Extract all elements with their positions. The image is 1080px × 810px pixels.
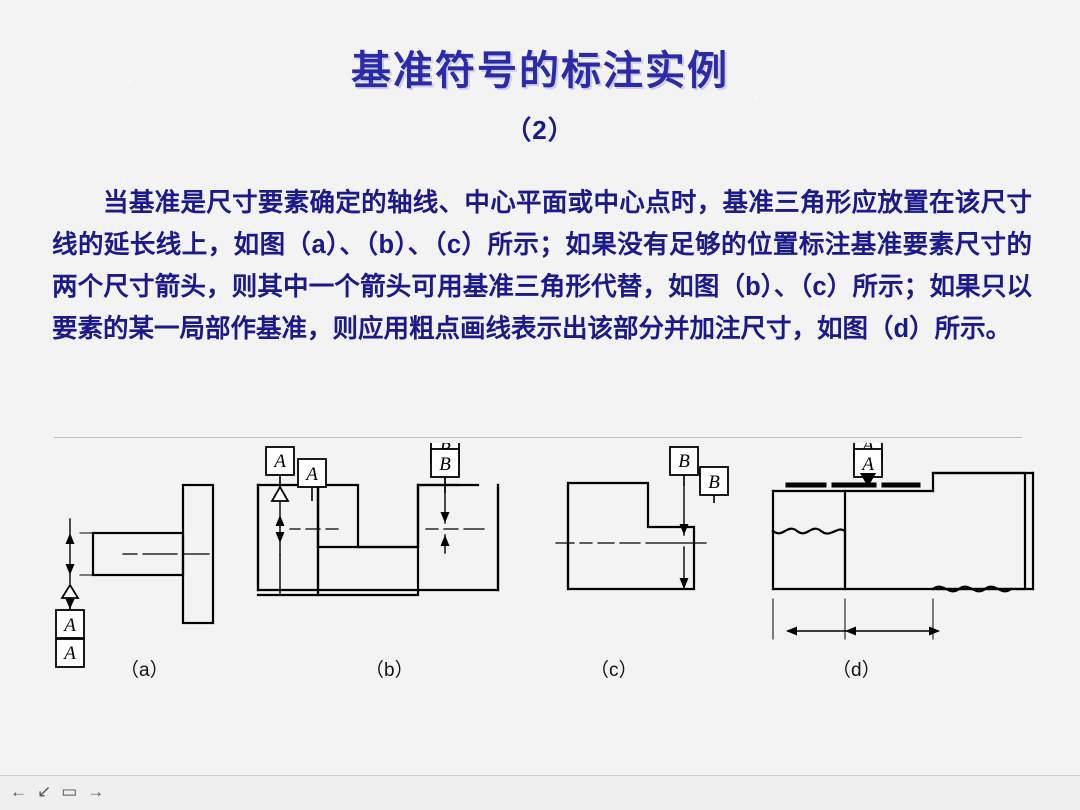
frame-letter-b-B: B <box>439 454 451 475</box>
datum-frame-a: A <box>55 585 85 639</box>
figure-b <box>256 472 500 597</box>
caption-a: （a） <box>120 660 169 681</box>
engineering-drawings: A A B B A <box>55 443 1035 668</box>
figure-area: A A B B A <box>28 443 1058 693</box>
caption-d: （d） <box>832 660 881 681</box>
datum-frame-c-B: B <box>669 446 699 476</box>
body-paragraph: 当基准是尺寸要素确定的轴线、中心平面或中心点时，基准三角形应放置在该尺寸线的延长… <box>52 189 1032 343</box>
page-subtitle: （2） <box>505 115 575 145</box>
upper-datum-frames: A B B A <box>297 448 883 503</box>
footer-tool-icons[interactable]: ←↙▭→ <box>10 782 115 801</box>
datum-letter: A <box>62 643 76 664</box>
caption-b: （b） <box>365 660 414 681</box>
frame-letter-a-A: A <box>62 615 76 636</box>
figure-c <box>555 481 707 591</box>
slide-footer: ←↙▭→ <box>0 775 1080 810</box>
figure-b-datum-A <box>270 474 290 502</box>
frame-letter-d-A: A <box>860 454 874 475</box>
figure-c-arrows <box>679 524 689 589</box>
page-title: 基准符号的标注实例 <box>351 49 729 93</box>
frame-letter-b-A: A <box>304 464 318 485</box>
figure-b-arrows <box>275 512 450 546</box>
datum-letter: A <box>272 451 286 472</box>
figure-d <box>771 471 1035 640</box>
figure-a <box>69 483 215 652</box>
frame-box-c-B <box>699 466 729 496</box>
caption-c: （c） <box>590 660 638 681</box>
horizontal-divider <box>54 437 1022 438</box>
datum-frame-a-A: A <box>55 638 85 668</box>
datum-letter: B <box>678 451 690 472</box>
frame-box-d-A <box>853 448 883 478</box>
figure-captions: （a） （b） （c） （d） <box>0 655 1080 685</box>
datum-frame-b-A: A <box>265 446 295 476</box>
frame-letter-c-B: B <box>708 472 720 493</box>
